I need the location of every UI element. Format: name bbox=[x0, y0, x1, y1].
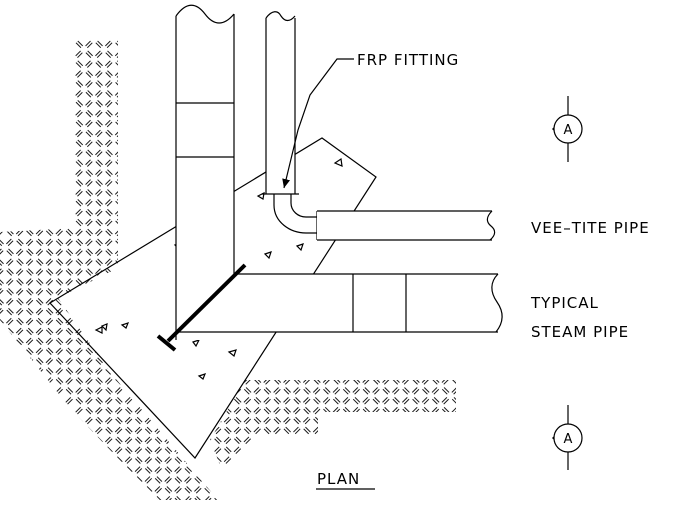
section-marker-top: A bbox=[552, 96, 583, 162]
anchor-plate bbox=[156, 263, 247, 352]
section-marker-bottom-letter: A bbox=[564, 432, 573, 447]
vee-tite-pipe-label: VEE–TITE PIPE bbox=[531, 219, 650, 237]
horizontal-steam-pipe bbox=[176, 273, 503, 333]
frp-fitting-label: FRP FITTING bbox=[357, 51, 459, 69]
vertical-steam-pipe bbox=[175, 4, 235, 340]
plan-label: PLAN bbox=[317, 470, 360, 488]
frp-elbow-fitting bbox=[273, 194, 318, 240]
vertical-vee-tite-pipe bbox=[262, 11, 299, 196]
frp-fitting-leader bbox=[282, 58, 354, 189]
section-marker-bottom: A bbox=[552, 405, 583, 470]
steam-pipe-label: STEAM PIPE bbox=[531, 323, 629, 341]
horizontal-vee-tite-pipe bbox=[317, 210, 496, 241]
soil-hatch-left bbox=[0, 40, 218, 500]
typical-label: TYPICAL bbox=[530, 294, 599, 312]
section-marker-top-letter: A bbox=[564, 123, 573, 138]
soil-hatch-bottom bbox=[210, 380, 456, 470]
